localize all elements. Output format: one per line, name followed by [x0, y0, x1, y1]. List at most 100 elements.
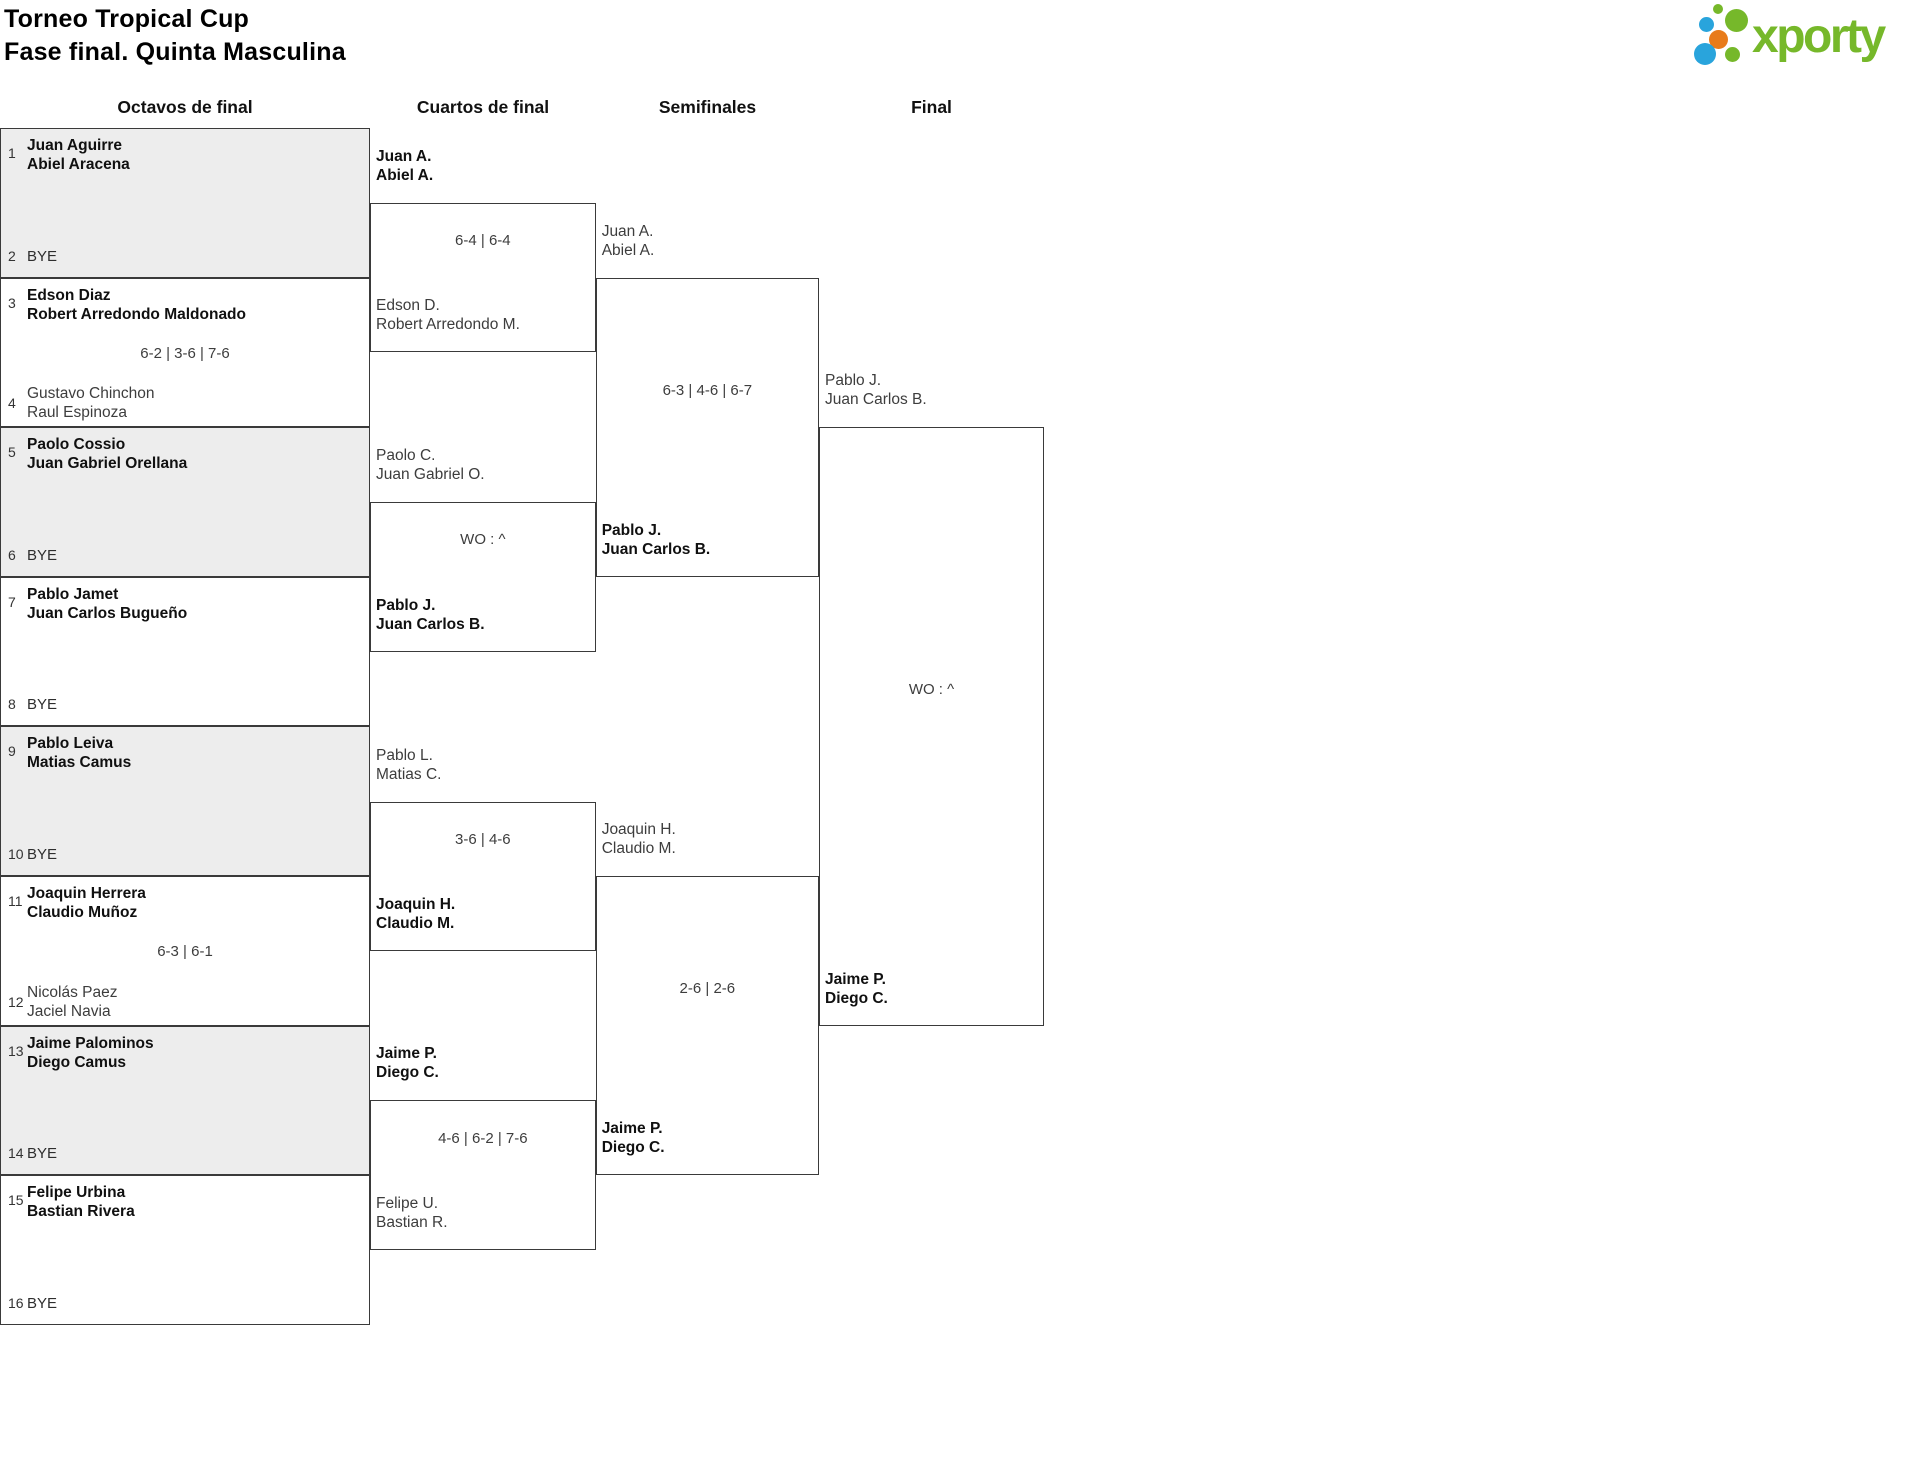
advancing-team: Jaime P. Diego C.: [825, 970, 888, 1008]
player-name: Robert Arredondo M.: [376, 316, 520, 334]
advancing-team: Juan A. Abiel A.: [602, 222, 655, 260]
logo-dot: [1694, 43, 1716, 65]
round-header-semifinales: Semifinales: [658, 97, 757, 117]
player-name: Joaquin Herrera: [27, 885, 146, 902]
player-name: Robert Arredondo Maldonado: [27, 305, 246, 323]
player-name: Gustavo Chinchon: [27, 385, 155, 403]
player-name: Edson D.: [376, 297, 440, 315]
player-name: Nicolás Paez: [27, 983, 118, 1001]
player-name: Juan Gabriel O.: [376, 466, 485, 483]
advancing-team: Paolo C. Juan Gabriel O.: [376, 446, 485, 484]
player-name: Jaciel Navia: [27, 1002, 111, 1020]
team-names: Joaquin Herrera Claudio Muñoz: [27, 884, 146, 922]
player-name: Pablo Leiva: [27, 735, 114, 753]
advancing-team: Jaime P. Diego C.: [602, 1119, 665, 1157]
round-header-cuartos: Cuartos de final: [416, 97, 550, 117]
player-name: Diego Camus: [27, 1053, 127, 1071]
page-title: Torneo Tropical Cup: [4, 5, 250, 33]
xporty-logo[interactable]: xporty: [1688, 0, 1918, 70]
qf-match-4: [370, 1100, 596, 1250]
player-name: Juan A.: [601, 222, 654, 240]
player-name: Pablo J.: [376, 596, 436, 614]
seed-number: 14: [8, 1145, 24, 1162]
seed-number: 2: [8, 247, 16, 264]
logo-dot: [1725, 47, 1740, 62]
bye-row: 2 BYE: [8, 247, 57, 266]
seed-number: 5: [8, 444, 16, 461]
team-names: Edson Diaz Robert Arredondo Maldonado: [27, 286, 246, 324]
round-header-final: Final: [911, 97, 952, 117]
player-name: Matias Camus: [27, 754, 132, 772]
player-name: Abiel A.: [601, 241, 655, 259]
player-name: Diego C.: [601, 1139, 665, 1157]
player-name: Juan Aguirre: [27, 137, 123, 154]
logo-dot: [1709, 29, 1728, 49]
team-names: Felipe Urbina Bastian Rivera: [27, 1183, 135, 1221]
seed-number: 10: [8, 845, 24, 862]
round-header-octavos: Octavos de final: [117, 97, 253, 117]
player-name: Pablo Jamet: [27, 585, 119, 603]
team-names: Jaime Palominos Diego Camus: [27, 1034, 154, 1072]
player-name: Jaime P.: [376, 1045, 437, 1063]
match-score: 3-6 | 4-6: [455, 830, 511, 848]
seed-number: 3: [8, 294, 16, 311]
seed-number: 1: [8, 145, 16, 161]
qf-match-1: [370, 202, 596, 353]
advancing-team: Pablo J. Juan Carlos B.: [825, 371, 927, 409]
player-name: Bastian Rivera: [27, 1203, 135, 1221]
player-name: Bastian R.: [376, 1214, 448, 1231]
player-name: Jaime P.: [825, 970, 886, 988]
logo-dot: [1724, 8, 1748, 32]
logo-wordmark: xporty: [1752, 10, 1886, 63]
player-name: Matias C.: [376, 765, 442, 783]
seed-number: 8: [8, 696, 16, 713]
bye-label: BYE: [27, 1145, 58, 1163]
player-name: Juan Carlos B.: [376, 615, 485, 633]
seed-number: 7: [8, 593, 16, 610]
match-score: 2-6 | 2-6: [679, 980, 736, 998]
match-score: 6-2 | 3-6 | 7-6: [140, 344, 230, 362]
qf-match-3: [370, 801, 596, 952]
player-name: Claudio M.: [376, 915, 455, 933]
bye-label: BYE: [27, 546, 58, 564]
team-names: Nicolás Paez Jaciel Navia: [27, 983, 117, 1021]
page-subtitle: Fase final. Quinta Masculina: [4, 38, 346, 66]
player-name: Pablo J.: [825, 372, 882, 390]
bye-row: 6 BYE: [8, 546, 57, 565]
r16-match-2: 3 Edson Diaz Robert Arredondo Maldonado …: [0, 277, 370, 428]
seed-number: 13: [8, 1042, 24, 1059]
player-name: Juan Carlos B.: [601, 540, 711, 558]
player-name: Joaquin H.: [601, 821, 676, 838]
advancing-team: Joaquin H. Claudio M.: [602, 820, 676, 858]
team-names: Juan Aguirre Abiel Aracena: [27, 136, 130, 174]
team-names: Gustavo Chinchon Raul Espinoza: [27, 384, 155, 422]
page-header: Torneo Tropical Cup Fase final. Quinta M…: [4, 3, 346, 69]
player-name: Abiel Aracena: [27, 156, 130, 173]
advancing-team: Pablo L. Matias C.: [376, 746, 441, 784]
logo-dot: [1699, 17, 1714, 32]
player-name: Juan Carlos B.: [825, 391, 927, 409]
advancing-team: Joaquin H. Claudio M.: [376, 895, 455, 933]
match-score: WO : ^: [460, 531, 506, 549]
logo-dot: [1713, 3, 1723, 14]
player-name: Juan Gabriel Orellana: [27, 455, 188, 473]
advancing-team: Felipe U. Bastian R.: [376, 1194, 448, 1232]
bye-label: BYE: [27, 247, 58, 265]
player-name: Juan Carlos Bugueño: [27, 604, 188, 622]
sf-match-1: [595, 277, 819, 577]
seed-number: 6: [8, 546, 16, 563]
r16-match-1: 1 Juan Aguirre Abiel Aracena 2 BYE: [0, 128, 370, 278]
player-name: Paolo Cossio: [27, 436, 126, 454]
advancing-team: Pablo J. Juan Carlos B.: [602, 521, 711, 559]
seed-number: 4: [8, 395, 16, 412]
player-name: Jaime P.: [601, 1120, 663, 1138]
player-name: Paolo C.: [376, 447, 436, 464]
player-name: Diego C.: [376, 1064, 439, 1082]
advancing-team: Jaime P. Diego C.: [376, 1044, 439, 1082]
player-name: Felipe Urbina: [27, 1184, 126, 1202]
